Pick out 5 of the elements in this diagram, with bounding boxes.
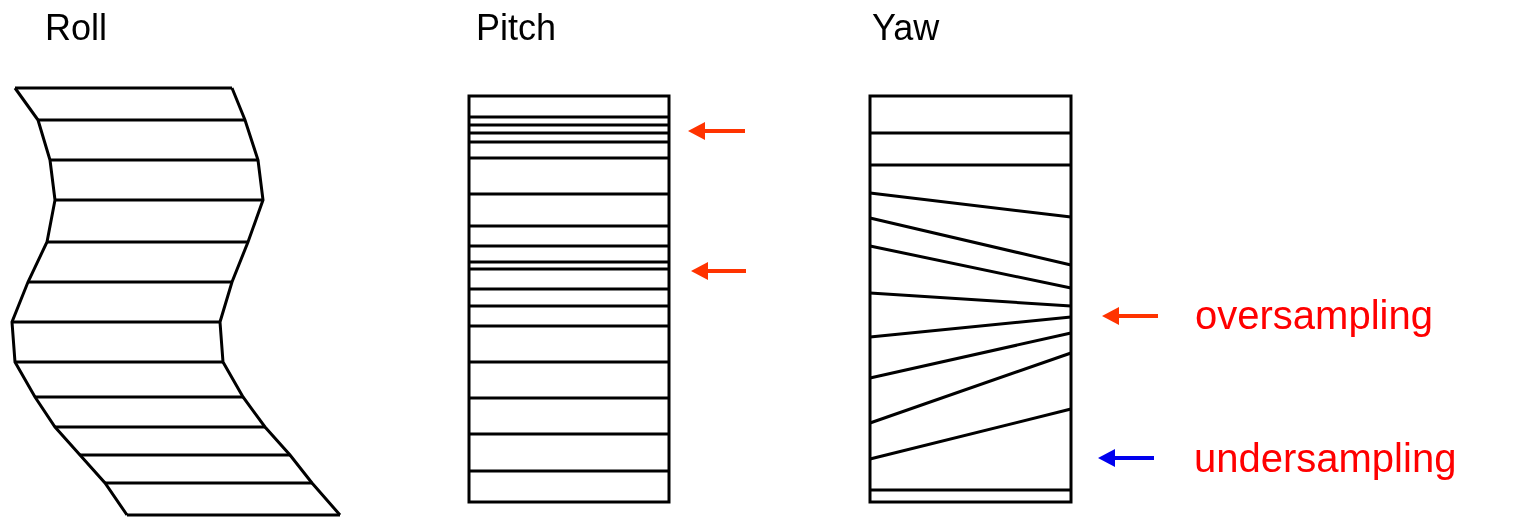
yaw-title: Yaw (872, 10, 940, 46)
roll-title: Roll (45, 10, 107, 46)
undersampling-label: undersampling (1194, 438, 1457, 478)
oversampling-label: oversampling (1195, 295, 1433, 335)
pitch-title: Pitch (476, 10, 557, 46)
